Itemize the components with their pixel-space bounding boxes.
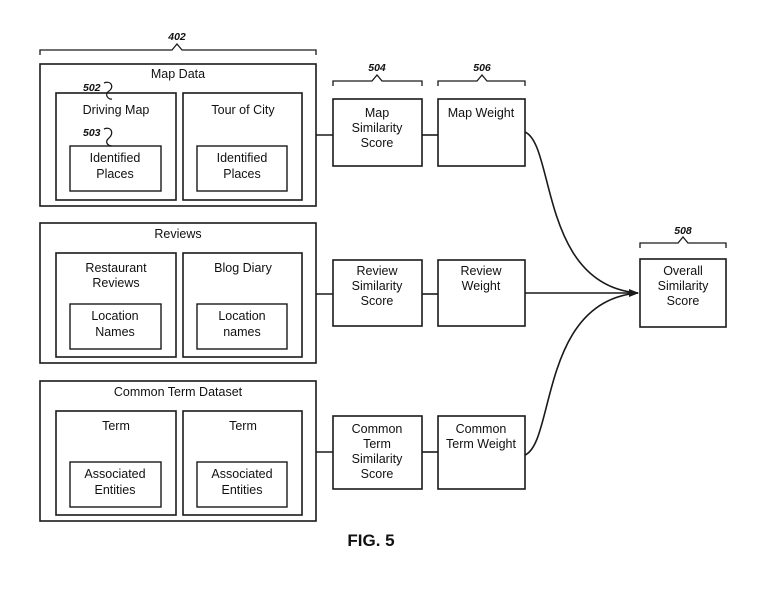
overall-line-1: Overall (663, 264, 703, 278)
common-score-line-1: Common (352, 422, 403, 436)
review-similarity-score: Review Similarity Score (332, 259, 423, 327)
review-weight-line-2: Weight (462, 279, 501, 293)
bracket-508: 508 (639, 225, 727, 248)
figure-label: FIG. 5 (347, 531, 394, 550)
location-names-line-1b: Location (218, 309, 265, 323)
tour-of-city-title: Tour of City (211, 103, 275, 117)
ref-label-503: 503 (83, 127, 101, 139)
associated-entities-box-2 (196, 461, 288, 508)
review-weight-line-1: Review (461, 264, 503, 278)
bracket-504: 504 (332, 62, 423, 86)
map-similarity-score: Map Similarity Score (332, 98, 423, 167)
map-data-group: Map Data Driving Map Identified Places T… (39, 63, 317, 207)
bracket-402: 402 (39, 31, 317, 55)
review-score-line-2: Similarity (352, 279, 403, 293)
overall-similarity-score: Overall Similarity Score (639, 258, 727, 328)
associated-entities-line-1b: Associated (211, 467, 272, 481)
common-term-similarity-score-box (332, 415, 423, 490)
common-score-line-4: Score (361, 467, 394, 481)
review-score-line-3: Score (361, 294, 394, 308)
common-score-line-2: Term (363, 437, 391, 451)
common-weight-line-1: Common (456, 422, 507, 436)
blog-diary-title: Blog Diary (214, 261, 272, 275)
common-weight-line-2: Term Weight (446, 437, 516, 451)
ref-label-504: 504 (368, 62, 386, 74)
common-term-similarity-score: Common Term Similarity Score (332, 415, 423, 490)
review-score-line-1: Review (357, 264, 399, 278)
identified-places-line-1b: Identified (217, 151, 268, 165)
location-names-line-2b: names (223, 325, 261, 339)
map-weight-line-1: Map Weight (448, 106, 515, 120)
connector-common-weight-to-overall (524, 292, 639, 456)
associated-entities-line-2b: Entities (222, 483, 263, 497)
overall-line-2: Similarity (658, 279, 709, 293)
identified-places-box-2 (196, 145, 288, 192)
reviews-title: Reviews (154, 227, 201, 241)
driving-map-title: Driving Map (83, 103, 150, 117)
restaurant-reviews-line-2: Reviews (92, 276, 139, 290)
map-data-title: Map Data (151, 67, 205, 81)
connectors (316, 131, 639, 456)
map-similarity-score-box (332, 98, 423, 167)
identified-places-line-1: Identified (90, 151, 141, 165)
bracket-506: 506 (437, 62, 526, 86)
overall-line-3: Score (667, 294, 700, 308)
location-names-box-1 (69, 303, 162, 350)
identified-places-box-1 (69, 145, 162, 192)
overall-similarity-score-box (639, 258, 727, 328)
review-weight: Review Weight (437, 259, 526, 327)
location-names-box-2 (196, 303, 288, 350)
leader-503 (103, 127, 113, 147)
identified-places-line-2b: Places (223, 167, 261, 181)
map-score-line-1: Map (365, 106, 389, 120)
map-score-line-3: Score (361, 136, 394, 150)
location-names-line-1: Location (91, 309, 138, 323)
identified-places-line-2: Places (96, 167, 134, 181)
common-term-weight: Common Term Weight (437, 415, 526, 490)
associated-entities-box-1 (69, 461, 162, 508)
connector-map-weight-to-overall (524, 131, 639, 294)
restaurant-reviews-line-1: Restaurant (85, 261, 147, 275)
ref-label-502: 502 (83, 82, 101, 94)
associated-entities-line-1: Associated (84, 467, 145, 481)
location-names-line-2: Names (95, 325, 135, 339)
associated-entities-line-2: Entities (95, 483, 136, 497)
term-title-1: Term (102, 419, 130, 433)
review-weight-box (437, 259, 526, 327)
map-weight: Map Weight (437, 98, 526, 167)
common-score-line-3: Similarity (352, 452, 403, 466)
map-score-line-2: Similarity (352, 121, 403, 135)
ref-label-506: 506 (473, 62, 491, 74)
reviews-group: Reviews Restaurant Reviews Location Name… (39, 222, 317, 364)
common-term-title: Common Term Dataset (114, 385, 243, 399)
common-term-group: Common Term Dataset Term Associated Enti… (39, 380, 317, 522)
term-title-2: Term (229, 419, 257, 433)
ref-label-402: 402 (167, 31, 186, 43)
leader-502 (103, 81, 113, 100)
review-similarity-score-box (332, 259, 423, 327)
ref-label-508: 508 (674, 225, 692, 237)
